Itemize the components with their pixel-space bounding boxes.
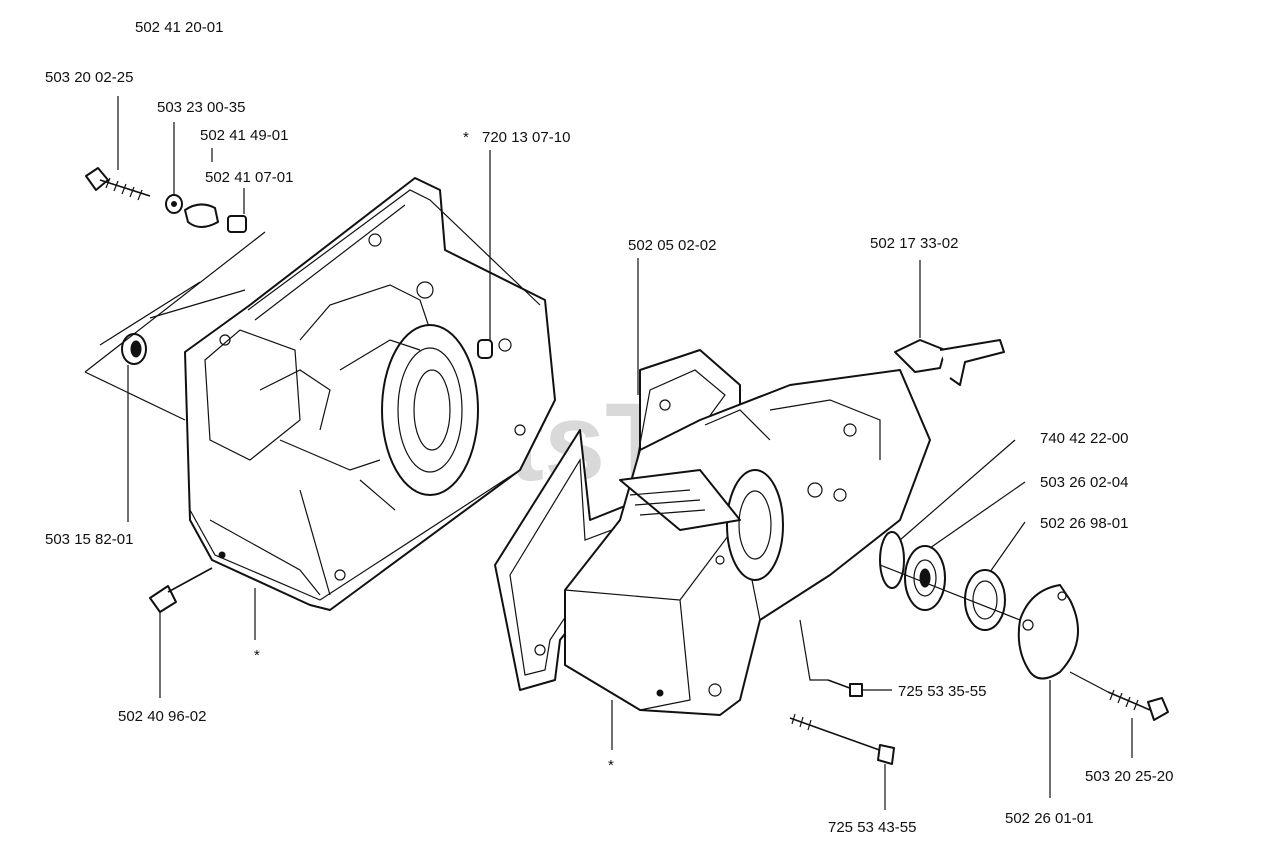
label-drain-screw: 502 40 96-02 [118,708,206,725]
screw-right [1107,689,1169,721]
washer-left [165,194,183,214]
plug [227,215,247,233]
label-screw-mid-short: 725 53 35-55 [898,683,986,700]
star-mark-right: * [608,757,614,774]
left-crankcase-half [184,177,556,611]
label-cover: 502 26 01-01 [1005,810,1093,827]
right-crankcase-half [494,349,931,716]
label-clip: 502 41 49-01 [200,127,288,144]
cover [1017,584,1079,680]
screw-mid-short [827,679,863,697]
label-washer-left: 503 23 00-35 [157,99,245,116]
label-assembly: 502 41 20-01 [135,19,223,36]
screw-left-top [85,167,151,201]
label-bracket: 502 17 33-02 [870,235,958,252]
screw-mid-long [789,713,895,765]
star-mark-left: * [254,647,260,664]
label-ring: 740 42 22-00 [1040,430,1128,447]
clip [184,203,219,228]
label-screw-mid-long: 725 53 43-55 [828,819,916,836]
label-seal-left: 503 15 82-01 [45,531,133,548]
star-mark-top: * [463,129,469,146]
label-screw-left-top: 503 20 02-25 [45,69,133,86]
drain-screw [149,567,213,613]
label-star-part: 720 13 07-10 [482,129,570,146]
label-bearing: 503 26 02-04 [1040,474,1128,491]
seal-right [964,569,1006,631]
label-screw-right: 503 20 25-20 [1085,768,1173,785]
seal-left [121,333,147,365]
ring [879,531,905,589]
leader-lines [84,96,1133,810]
label-gasket: 502 05 02-02 [628,237,716,254]
label-plug: 502 41 07-01 [205,169,293,186]
bearing [904,545,946,611]
bracket [894,339,1005,386]
label-seal-right: 502 26 98-01 [1040,515,1128,532]
